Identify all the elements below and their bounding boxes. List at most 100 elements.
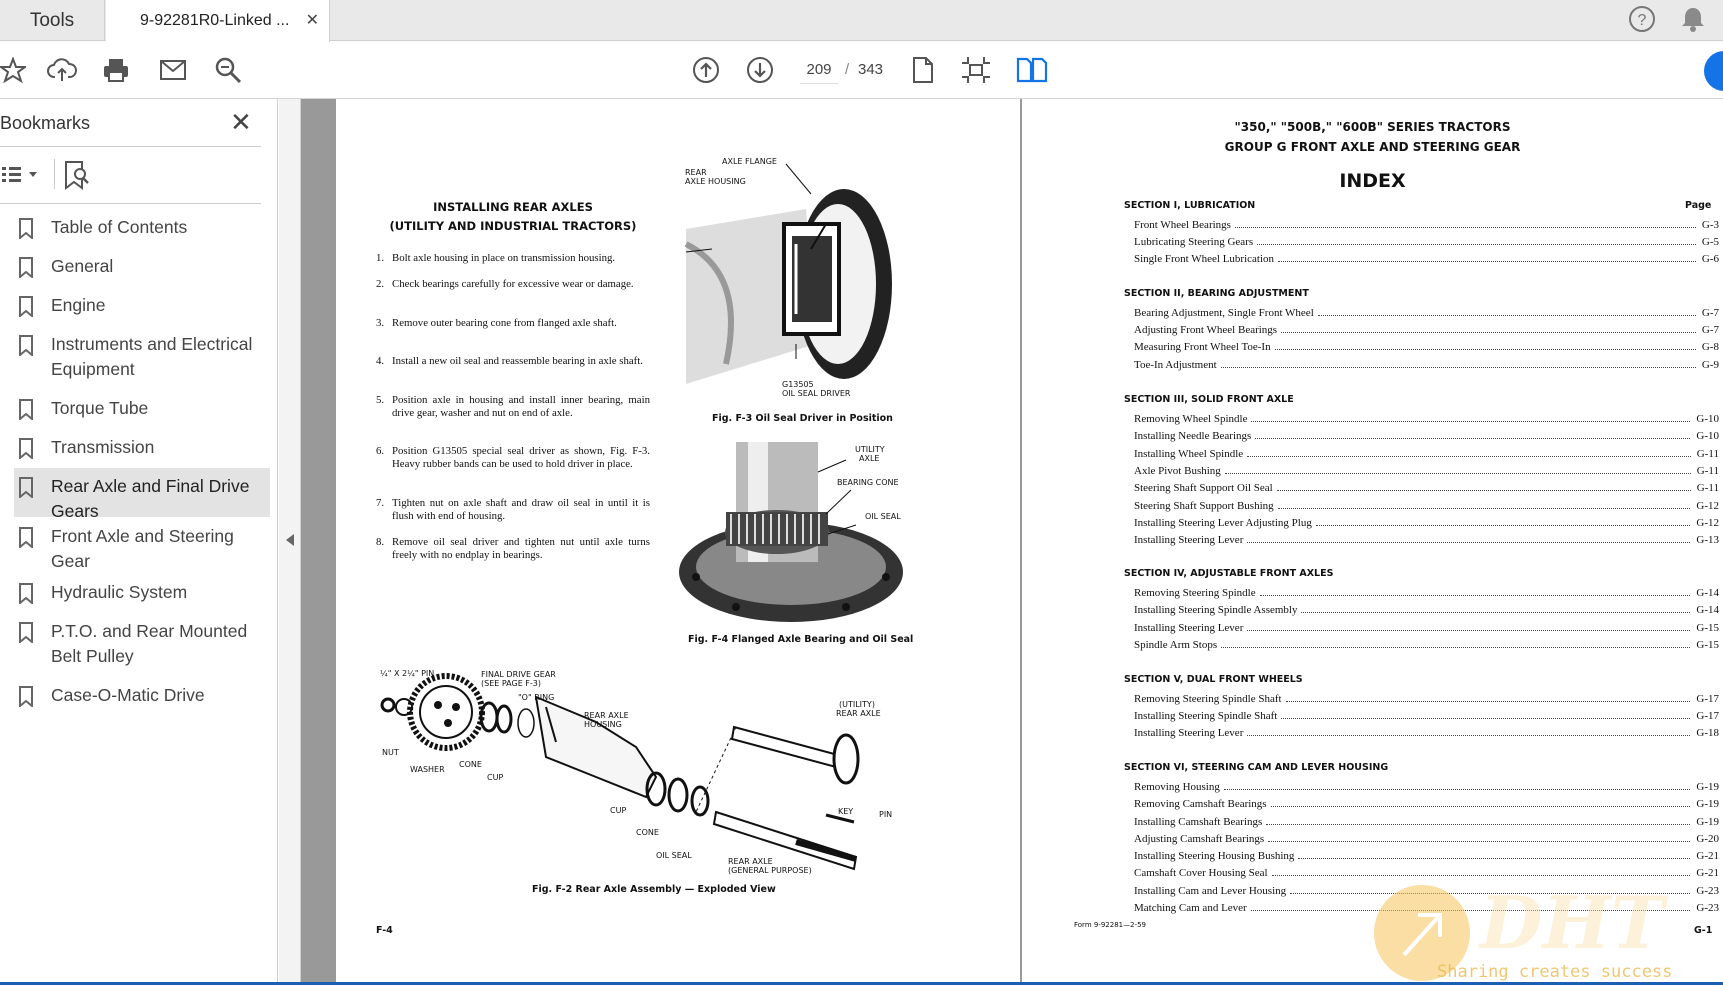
figure-label: G13505: [782, 380, 814, 389]
fit-page-icon[interactable]: [957, 51, 995, 89]
tab-document-label: 9-92281R0-Linked ...: [140, 12, 290, 29]
bookmark-item[interactable]: Hydraulic System: [14, 580, 270, 605]
step-item: 1.Bolt axle housing in place on transmis…: [376, 252, 616, 264]
bookmark-icon: [19, 218, 33, 239]
star-icon[interactable]: [0, 51, 32, 89]
rear-axle-exploded-illustration: [380, 673, 860, 871]
watermark-brand: DHT: [1480, 880, 1665, 965]
bookmark-search-icon[interactable]: [63, 160, 91, 195]
help-icon[interactable]: ?: [1628, 5, 1656, 39]
bookmark-item[interactable]: P.T.O. and Rear Mounted Belt Pulley: [14, 619, 270, 669]
divider: [0, 146, 261, 147]
figure-label: REAR AXLE: [836, 709, 881, 718]
two-page-view-icon[interactable]: [1013, 51, 1051, 89]
figure-caption: Fig. F-4 Flanged Axle Bearing and Oil Se…: [688, 634, 914, 645]
index-section-title: SECTION III, SOLID FRONT AXLE: [1124, 394, 1294, 405]
figure-label: (UTILITY): [839, 700, 875, 709]
bookmark-item[interactable]: Front Axle and Steering Gear: [14, 524, 270, 574]
figure-label: NUT: [382, 748, 399, 757]
bookmark-item-selected[interactable]: Rear Axle and Final Drive Gears: [14, 468, 270, 521]
close-tab-icon[interactable]: ✕: [305, 12, 319, 29]
bookmark-label: Case-O-Matic Drive: [51, 685, 205, 705]
bookmark-label: Torque Tube: [51, 398, 149, 418]
page-separator: /: [845, 61, 850, 78]
pdf-page-right: "350," "500B," "600B" SERIES TRACTORS GR…: [1022, 99, 1723, 985]
bookmark-options-icon[interactable]: [0, 162, 40, 193]
page-total: 343: [858, 61, 884, 78]
step-item: 3.Remove outer bearing cone from flanged…: [376, 317, 617, 329]
figure-label: CONE: [459, 760, 482, 769]
bookmark-label: Front Axle and Steering Gear: [51, 526, 234, 571]
bookmark-item[interactable]: Torque Tube: [14, 396, 270, 421]
next-page-icon[interactable]: [741, 51, 779, 89]
page-number: F-4: [376, 925, 393, 936]
bookmark-item[interactable]: Transmission: [14, 435, 270, 460]
cloud-upload-icon[interactable]: [43, 51, 81, 89]
single-page-view-icon[interactable]: [904, 51, 942, 89]
close-panel-icon[interactable]: ✕: [230, 107, 252, 137]
zoom-search-icon[interactable]: [209, 51, 247, 89]
figure-label: REAR: [685, 168, 707, 177]
bookmarks-panel: Bookmarks ✕ Table of Contents General En…: [0, 99, 278, 985]
document-viewer[interactable]: INSTALLING REAR AXLES (UTILITY AND INDUS…: [301, 99, 1723, 985]
tab-tools[interactable]: Tools: [0, 0, 105, 41]
step-item: 7.Tighten nut on axle shaft and draw oil…: [376, 497, 650, 522]
figure-label: OIL SEAL: [865, 512, 901, 521]
bookmark-label: Transmission: [51, 437, 155, 457]
bookmark-item[interactable]: Instruments and Electrical Equipment: [14, 332, 270, 382]
section-heading: INSTALLING REAR AXLES: [433, 200, 593, 214]
form-number: Form 9-92281—2-59: [1074, 921, 1146, 929]
index-section-title: SECTION IV, ADJUSTABLE FRONT AXLES: [1124, 568, 1334, 579]
bookmark-item[interactable]: General: [14, 254, 270, 279]
user-avatar[interactable]: [1704, 51, 1723, 91]
index-section-title: SECTION V, DUAL FRONT WHEELS: [1124, 674, 1303, 685]
index-row[interactable]: Installing Steering Lever Adjusting Plug…: [1134, 517, 1719, 529]
bookmark-item[interactable]: Case-O-Matic Drive: [14, 683, 270, 708]
page-number-input[interactable]: 209: [800, 56, 838, 84]
figure-label: FINAL DRIVE GEAR: [481, 670, 556, 679]
pdf-page-left: INSTALLING REAR AXLES (UTILITY AND INDUS…: [336, 99, 1020, 985]
previous-page-icon[interactable]: [687, 51, 725, 89]
bookmark-item[interactable]: Engine: [14, 293, 270, 318]
tab-document[interactable]: 9-92281R0-Linked ... ✕: [106, 0, 330, 42]
bookmark-label: General: [51, 256, 114, 276]
figure-label: UTILITY: [855, 445, 885, 454]
bookmark-item[interactable]: Table of Contents: [14, 215, 270, 240]
print-icon[interactable]: [97, 51, 135, 89]
figure-label: OIL SEAL DRIVER: [782, 389, 851, 398]
svg-text:?: ?: [1638, 12, 1647, 29]
panel-collapse-handle[interactable]: [279, 99, 301, 985]
step-item: 2.Check bearings carefully for excessive…: [376, 278, 634, 290]
email-icon[interactable]: [154, 51, 192, 89]
notification-bell-icon[interactable]: [1680, 5, 1706, 39]
